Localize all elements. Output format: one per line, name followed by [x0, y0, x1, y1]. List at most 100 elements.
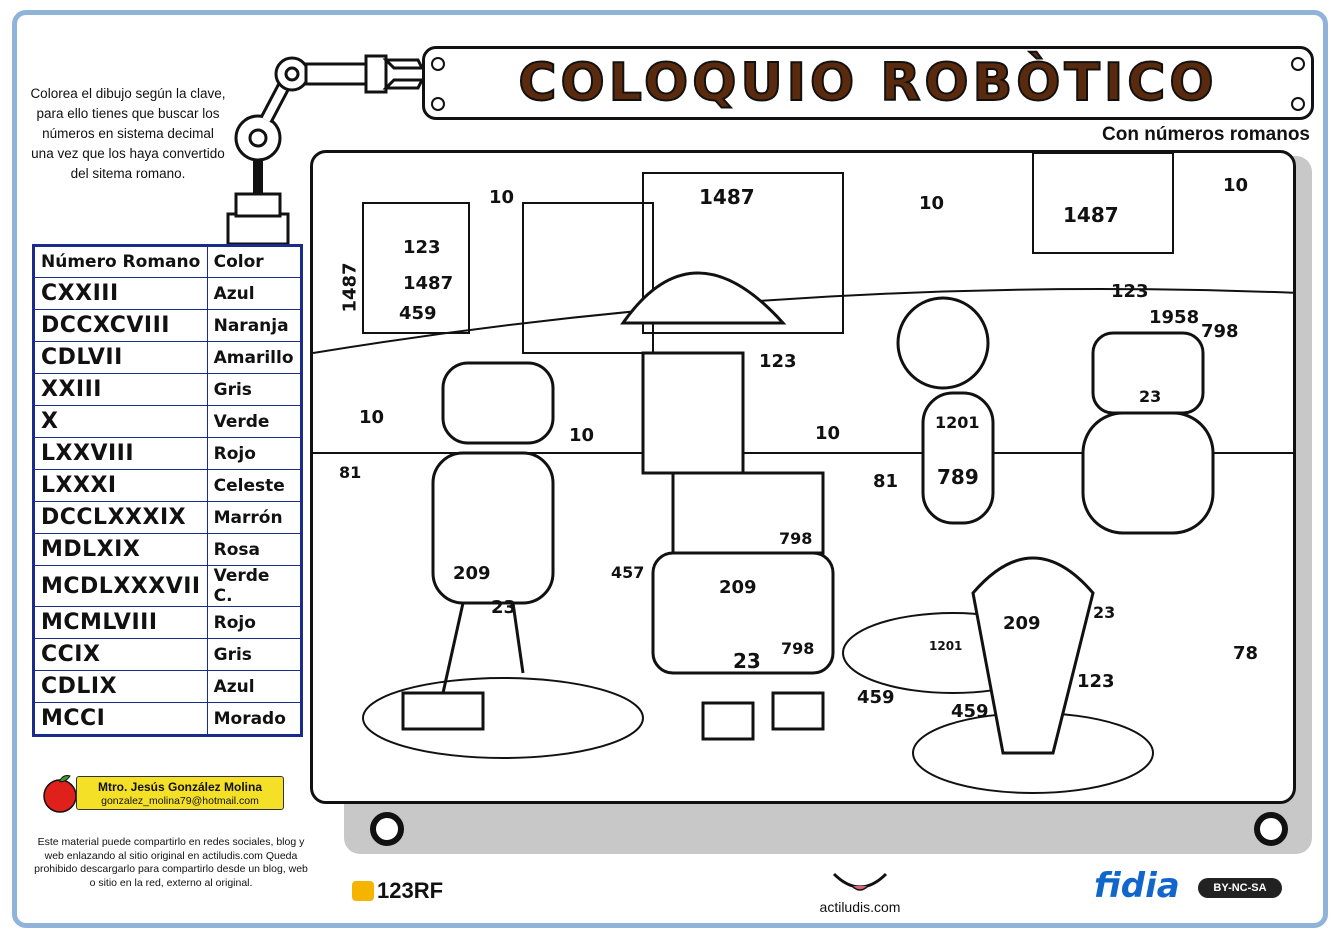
color-cell: Azul — [206, 277, 302, 310]
logo-123rf-text: 123RF — [377, 878, 444, 903]
page-subtitle: Con números romanos — [1102, 124, 1310, 145]
scene-number: 23 — [733, 649, 761, 673]
scene-number: 209 — [1003, 613, 1041, 634]
header-roman: Número Romano — [33, 245, 208, 278]
roman-cell: CCIX — [33, 638, 208, 671]
scene-number: 10 — [815, 423, 841, 444]
color-cell: Naranja — [206, 309, 302, 342]
color-cell: Verde C. — [206, 565, 302, 607]
roman-cell: CDLIX — [33, 670, 208, 703]
author-badge: Mtro. Jesús González Molina gonzalez_mol… — [76, 776, 284, 810]
color-cell: Morado — [206, 702, 302, 736]
page-title: COLOQUIO ROBÒTICO — [517, 52, 1218, 114]
scene-number: 10 — [1223, 175, 1249, 196]
actiludis-logo: actiludis.com — [800, 870, 920, 915]
roman-cell: MCMLVIII — [33, 606, 208, 639]
scene-number: 459 — [951, 701, 989, 722]
roman-cell: CXXIII — [33, 277, 208, 310]
scene-number: 10 — [359, 407, 385, 428]
scene-number: 123 — [1111, 281, 1149, 302]
wheel-icon — [370, 812, 404, 846]
scene-number: 23 — [1093, 603, 1116, 622]
color-cell: Azul — [206, 670, 302, 703]
roman-cell: MDLXIX — [33, 533, 208, 566]
roman-cell: X — [33, 405, 208, 438]
bolt-icon — [431, 57, 445, 71]
scene-number: 1487 — [699, 185, 755, 209]
logo-123rf: 123RF — [352, 878, 443, 904]
robot-arm-illustration — [226, 54, 425, 246]
scene-number: 123 — [403, 237, 441, 258]
smile-icon — [832, 872, 888, 891]
scene-number: 798 — [779, 529, 813, 548]
scene-number: 459 — [857, 687, 895, 708]
author-name: Mtro. Jesús González Molina — [97, 780, 263, 794]
color-cell: Verde — [206, 405, 302, 438]
scene-number: 23 — [1139, 387, 1162, 406]
color-cell: Gris — [206, 373, 302, 406]
color-cell: Rojo — [206, 437, 302, 470]
bolt-icon — [431, 97, 445, 111]
roman-cell: MCCI — [33, 702, 208, 736]
scene-number: 798 — [1201, 321, 1239, 342]
scene-number: 81 — [873, 471, 899, 492]
scene-number: 1201 — [935, 413, 980, 432]
fidia-logo: fidia — [1094, 866, 1180, 906]
header-color: Color — [206, 245, 302, 278]
bolt-icon — [1291, 57, 1305, 71]
scene-number: 1487 — [403, 273, 454, 294]
roman-cell: LXXVIII — [33, 437, 208, 470]
author-email: gonzalez_molina79@hotmail.com — [101, 795, 259, 807]
scene-number: 1201 — [929, 639, 963, 653]
roman-cell: DCCLXXXIX — [33, 501, 208, 534]
scene-number: 209 — [719, 577, 757, 598]
wheel-icon — [1254, 812, 1288, 846]
license-text: Este material puede compartirlo en redes… — [34, 836, 308, 889]
scene-number: 459 — [399, 303, 437, 324]
scene-number: 10 — [489, 187, 515, 208]
instructions-text: Colorea el dibujo según la clave, para e… — [30, 86, 226, 181]
title-banner: COLOQUIO ROBÒTICO — [422, 46, 1314, 120]
coloring-scene: 10 1487 10 1487 10 123 1487 459 1487 123… — [310, 150, 1296, 804]
color-cell: Gris — [206, 638, 302, 671]
scene-number: 81 — [339, 463, 362, 482]
scene-number: 457 — [611, 563, 645, 582]
table-header-row: Número Romano Color — [33, 245, 302, 278]
scene-number: 798 — [781, 639, 815, 658]
scene-number: 1958 — [1149, 307, 1200, 328]
actiludis-text: actiludis.com — [819, 899, 901, 915]
color-cell: Amarillo — [206, 341, 302, 374]
scene-number: 1487 — [339, 262, 361, 313]
apple-icon — [43, 775, 77, 813]
scene-number: 23 — [491, 597, 517, 618]
scene-number: 78 — [1233, 643, 1259, 664]
color-cell: Celeste — [206, 469, 302, 502]
roman-cell: DCCXCVIII — [33, 309, 208, 342]
robots-illustration — [313, 153, 1293, 794]
color-cell: Rosa — [206, 533, 302, 566]
roman-cell: LXXXI — [33, 469, 208, 502]
bolt-icon — [1291, 97, 1305, 111]
cc-license-badge: BY-NC-SA — [1198, 878, 1282, 898]
color-cell: Marrón — [206, 501, 302, 534]
scene-number: 789 — [937, 465, 979, 489]
roman-cell: CDLVII — [33, 341, 208, 374]
scene-number: 209 — [453, 563, 491, 584]
scene-number: 123 — [1077, 671, 1115, 692]
scene-number: 123 — [759, 351, 797, 372]
scene-number: 10 — [919, 193, 945, 214]
